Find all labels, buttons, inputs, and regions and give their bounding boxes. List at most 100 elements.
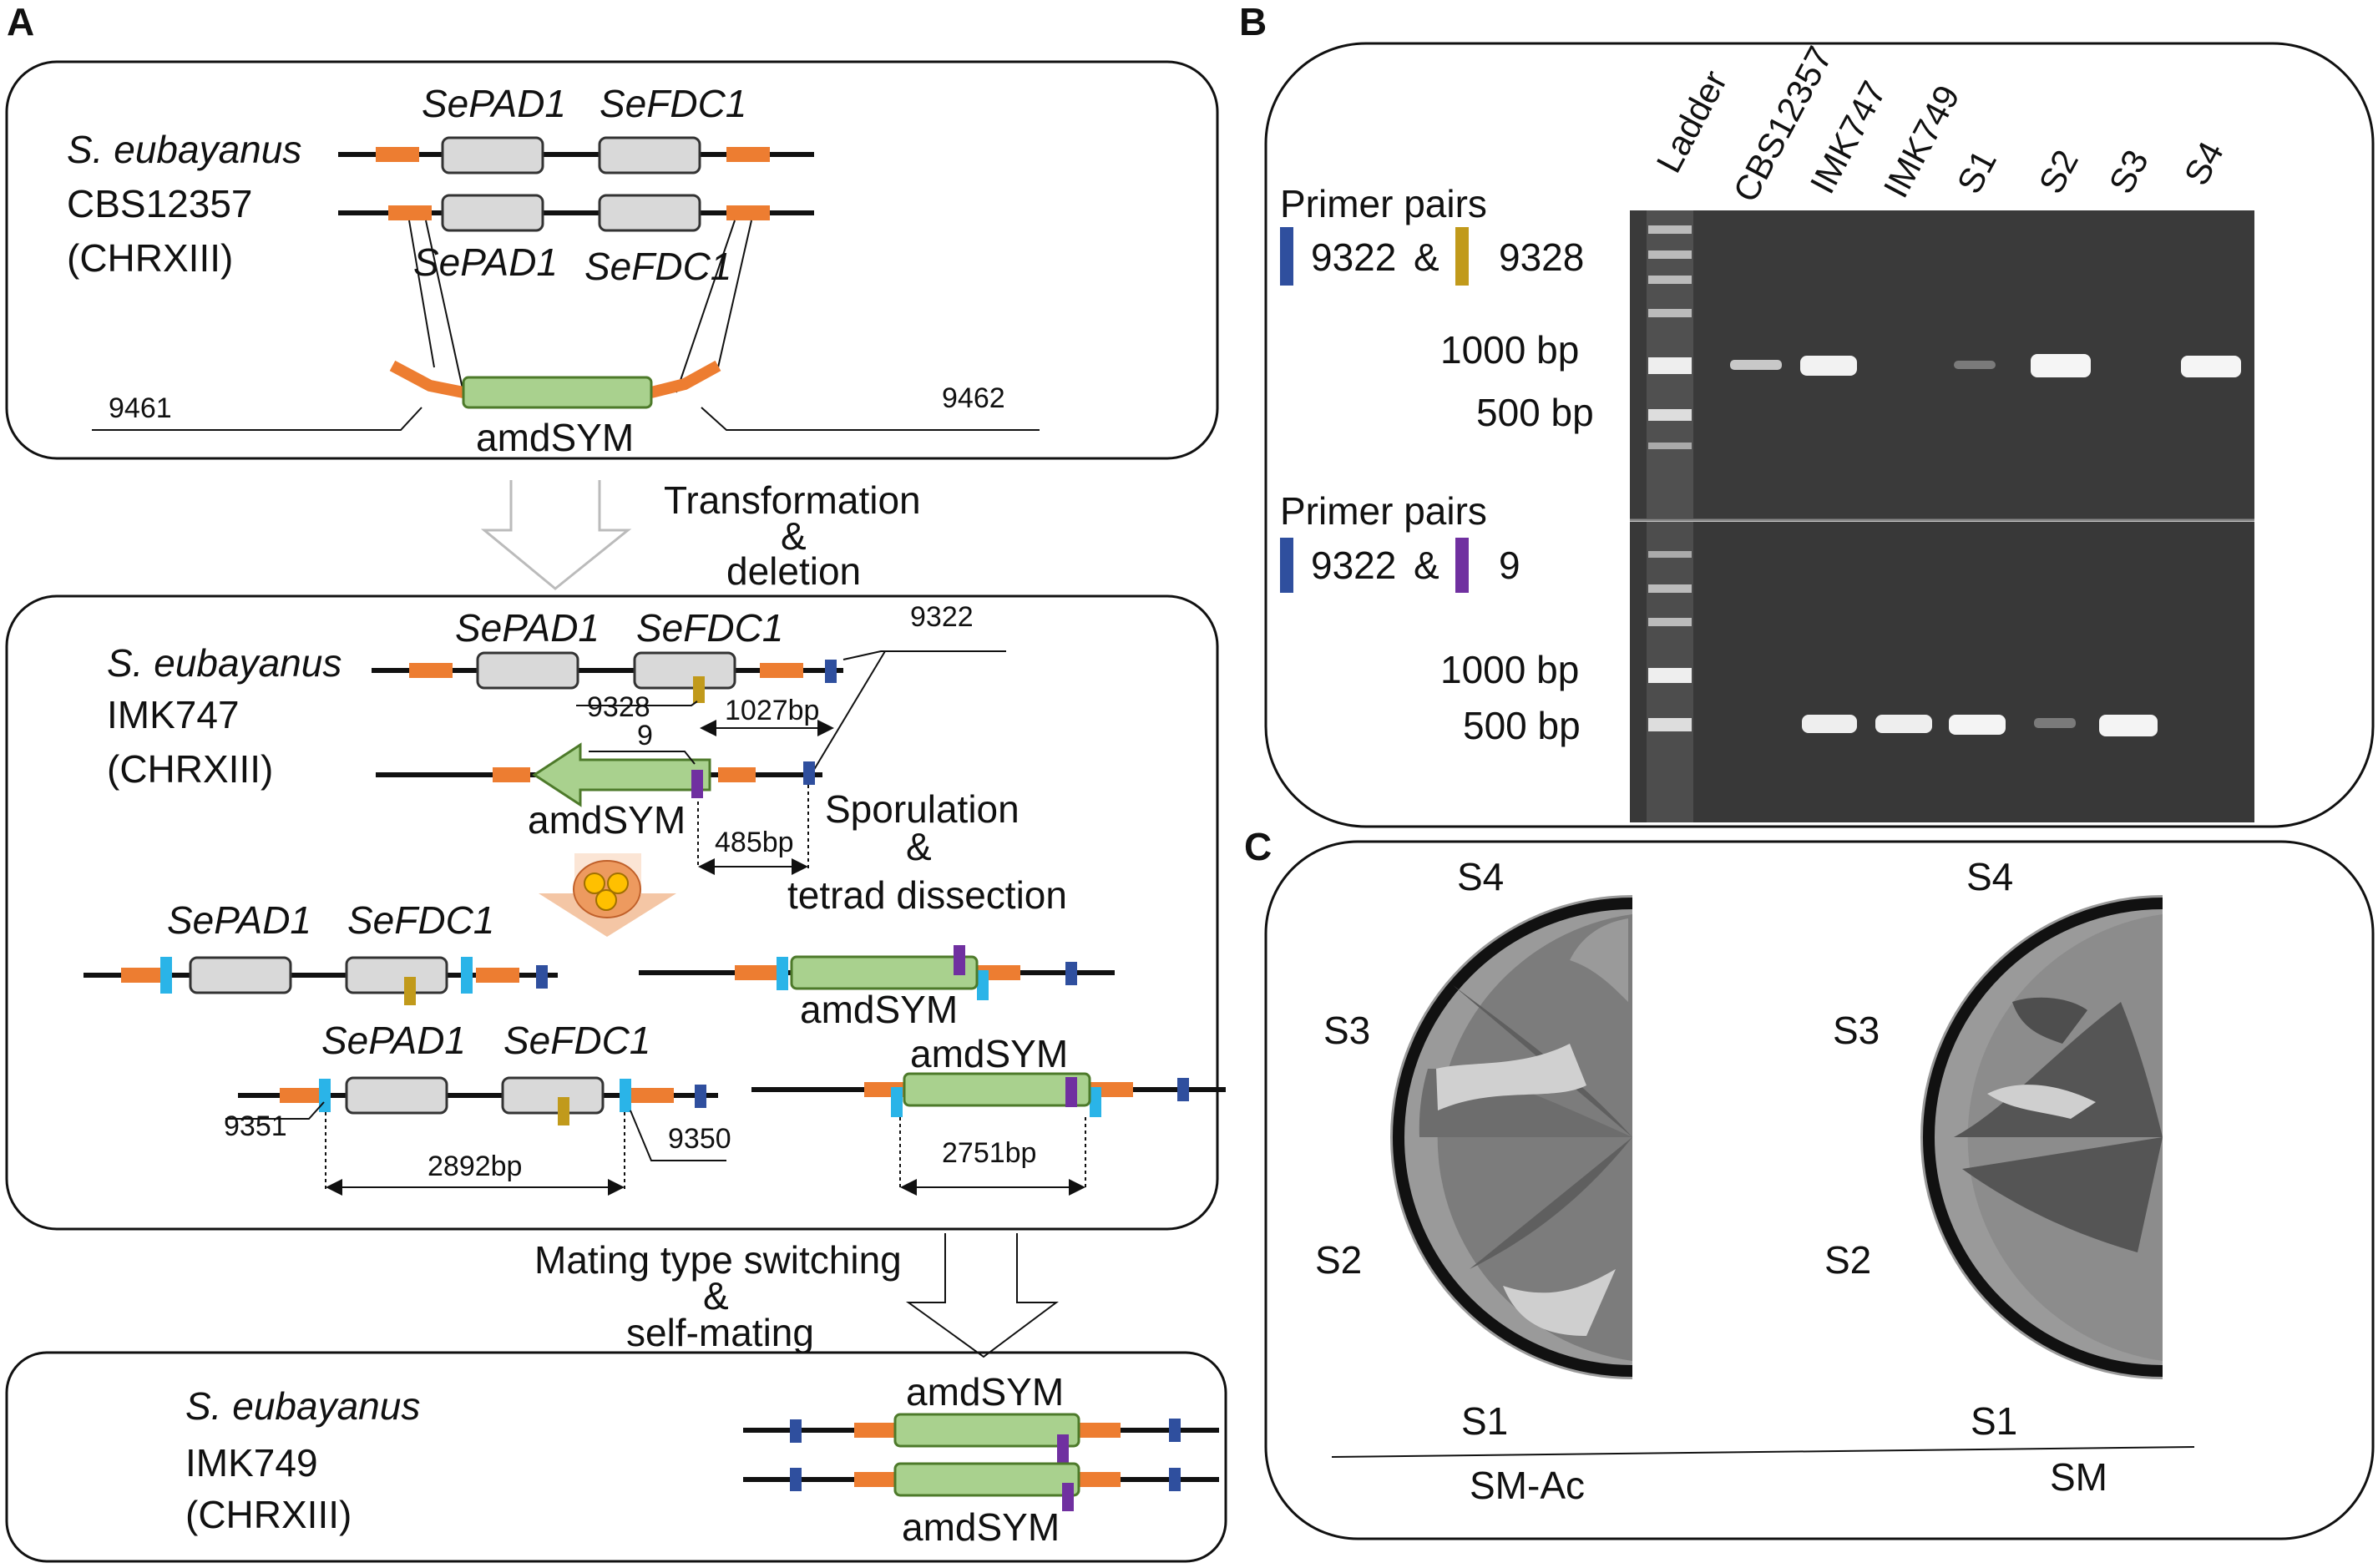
primer-mark-9351 <box>319 1079 331 1112</box>
strain3-name: IMK749 <box>185 1441 318 1485</box>
spore-icon <box>607 873 629 894</box>
primer-mark-9328 <box>404 977 416 1005</box>
gene-pad1 <box>476 651 579 690</box>
size-label-1027: 1027bp <box>725 695 819 726</box>
gene-fdc1 <box>345 956 448 994</box>
strain3-species: S. eubayanus <box>185 1384 420 1428</box>
ladder-bands <box>1648 225 1692 731</box>
primer-label-9328: 9328 <box>587 691 650 723</box>
flank-region <box>121 968 164 983</box>
plate1-label-s1: S1 <box>1461 1399 1508 1443</box>
gel-band-s3 <box>2099 715 2158 736</box>
gel1-amp: & <box>1414 235 1439 279</box>
gel-band-s2 <box>2031 354 2091 377</box>
plate1-label-s4: S4 <box>1457 855 1504 898</box>
gene-label-fdc1: SeFDC1 <box>636 606 783 650</box>
primer-line-9350 <box>630 1110 726 1161</box>
cassette-label: amdSYM <box>800 988 958 1031</box>
flank-region <box>493 767 530 782</box>
size-label-2751: 2751bp <box>942 1137 1036 1169</box>
step2-line3: tetrad dissection <box>787 873 1067 917</box>
panel-label-c: C <box>1244 825 1272 868</box>
gel2-primer1: 9322 <box>1311 544 1396 587</box>
plate2-medium: SM <box>2050 1455 2107 1499</box>
step-arrow <box>480 480 632 590</box>
primer-mark-9351 <box>891 1087 903 1117</box>
plate1-medium: SM-Ac <box>1470 1464 1585 1507</box>
panel-a-box-deletion <box>5 594 1219 1231</box>
strain2-chromosome: (CHRXIII) <box>107 747 273 791</box>
primer-mark-9322 <box>825 660 837 683</box>
plate-sm <box>1920 895 2163 1379</box>
primer-mark-9350 <box>620 1079 631 1112</box>
gel1-primer2: 9328 <box>1499 235 1584 279</box>
primer-mark-9322 <box>536 965 548 989</box>
primer-line-9462 <box>701 407 1040 431</box>
cassette-label: amdSYM <box>910 1032 1068 1075</box>
strain1-chromosome: (CHRXIII) <box>67 236 233 280</box>
primer-mark-9322 <box>695 1085 706 1108</box>
gel-image-top <box>1630 210 2254 519</box>
recombination-line <box>408 220 435 368</box>
step1-line3: deletion <box>726 549 861 593</box>
lane-label: Ladder <box>1648 64 1734 180</box>
gene-pad1 <box>441 136 544 175</box>
primer-label-9351: 9351 <box>224 1110 287 1142</box>
gene-label-pad1: SePAD1 <box>167 898 311 942</box>
primer-mark-9322 <box>1065 962 1077 985</box>
cassette-flank <box>650 360 721 398</box>
flank-region <box>726 205 770 220</box>
gel1-marker-1000: 1000 bp <box>1440 328 1579 372</box>
step3-line1: Mating type switching <box>534 1238 902 1282</box>
plate2-label-s4: S4 <box>1966 855 2013 898</box>
gene-label-fdc1-top: SeFDC1 <box>600 82 746 125</box>
strain1-species: S. eubayanus <box>67 128 301 171</box>
flank-region <box>1077 1472 1121 1487</box>
panel-label-b: B <box>1239 0 1267 43</box>
lane-label: S2 <box>2031 144 2086 200</box>
gel-band-s1 <box>1949 715 2006 735</box>
amdsym-cassette <box>893 1462 1080 1497</box>
gel-band-s4 <box>2181 356 2241 377</box>
primer-swatch-9328 <box>1455 227 1469 286</box>
plate2-label-s2: S2 <box>1824 1238 1871 1282</box>
plate1-label-s3: S3 <box>1323 1009 1370 1052</box>
size-label-2892: 2892bp <box>428 1151 522 1182</box>
cassette-label: amdSYM <box>902 1505 1060 1549</box>
primer-swatch-9 <box>1455 538 1469 593</box>
recombination-line <box>717 220 752 368</box>
amdsym-cassette-arrow <box>532 742 711 807</box>
step3-line2: & <box>703 1274 729 1318</box>
primer-line-9351 <box>225 1101 325 1120</box>
gel2-primer2: 9 <box>1499 544 1520 587</box>
primer-mark-9322 <box>790 1468 802 1491</box>
primer-swatch-9322 <box>1280 227 1293 286</box>
gene-fdc1 <box>633 651 736 690</box>
lane-label: S3 <box>2101 144 2156 200</box>
primer-mark-9322 <box>803 761 815 785</box>
panel-a-box-wildtype <box>5 60 1219 460</box>
primer-mark-9322 <box>1169 1419 1181 1442</box>
amdsym-cassette <box>790 955 979 990</box>
step-arrow <box>905 1233 1060 1358</box>
step1-line1: Transformation <box>664 478 921 522</box>
amdsym-cassette <box>462 376 653 409</box>
primer-mark-9322 <box>790 1419 802 1443</box>
gene-pad1 <box>345 1076 448 1115</box>
step2-line1: Sporulation <box>825 787 1020 831</box>
primer-label-9350: 9350 <box>668 1123 731 1155</box>
amdsym-cassette <box>903 1072 1091 1107</box>
gel2-title: Primer pairs <box>1280 489 1487 533</box>
primer-mark-9322 <box>1169 1468 1181 1491</box>
plate-baseline <box>1331 1446 2195 1458</box>
strain2-name: IMK747 <box>107 693 240 736</box>
plate2-label-s3: S3 <box>1833 1009 1880 1052</box>
step2-line2: & <box>906 825 932 868</box>
strain3-chromosome: (CHRXIII) <box>185 1493 352 1536</box>
primer-line-9322 <box>809 650 886 777</box>
gene-label-fdc1: SeFDC1 <box>584 245 731 288</box>
gene-fdc1 <box>598 136 701 175</box>
panel-b-box <box>1264 42 2375 828</box>
flank-region <box>726 147 770 162</box>
primer-mark-9 <box>691 770 703 798</box>
